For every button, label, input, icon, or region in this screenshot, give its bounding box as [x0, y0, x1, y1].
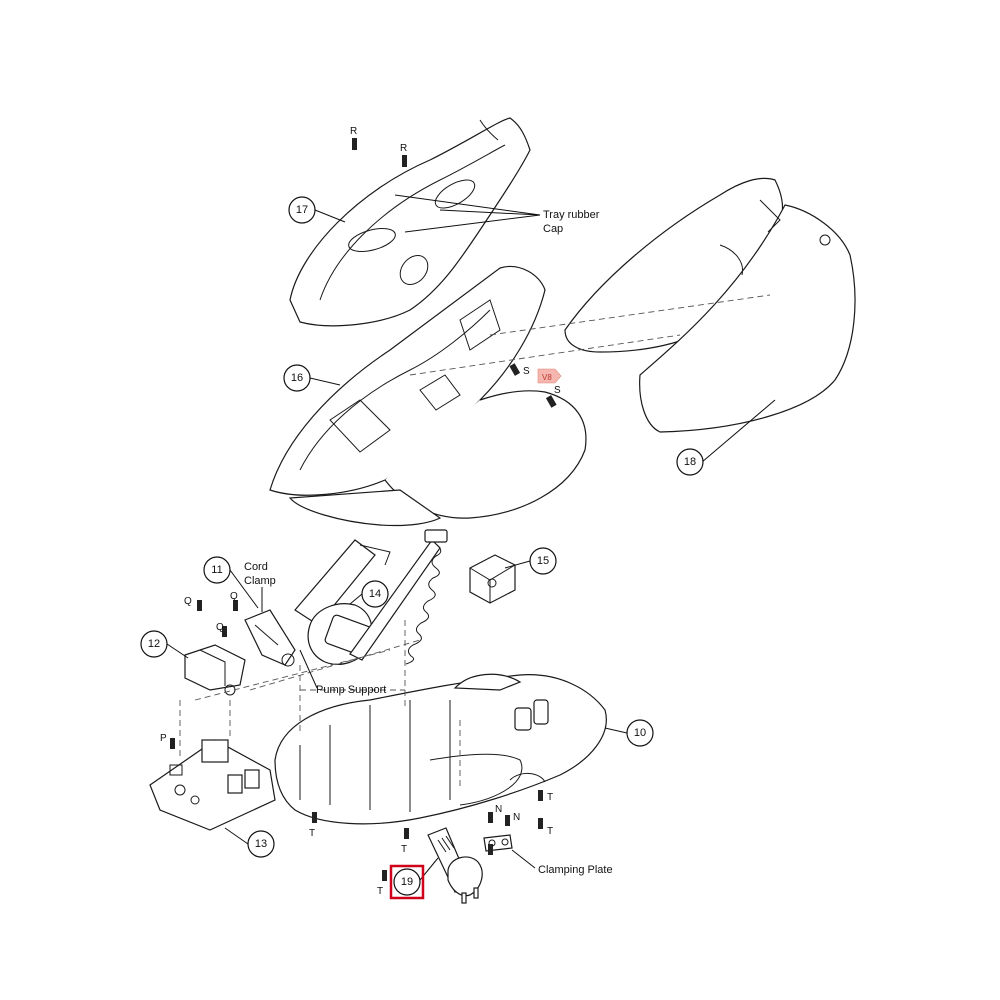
label-clamping-plate: Clamping Plate [538, 864, 613, 876]
screw-s2 [545, 395, 557, 408]
part-11-cord-clamp [244, 609, 296, 667]
letter-p1: P [160, 733, 167, 744]
label-cord: Cord [244, 561, 268, 573]
screw-s1 [509, 363, 521, 376]
letter-n1: N [495, 804, 502, 815]
svg-text:19: 19 [401, 876, 413, 888]
svg-text:13: 13 [255, 838, 267, 850]
svg-text:12: 12 [148, 638, 160, 650]
svg-text:17: 17 [296, 204, 308, 216]
part-17-top-tray [289, 117, 531, 327]
callout-16: 16 [283, 364, 311, 392]
letter-n2: N [513, 812, 520, 823]
screw-q2 [233, 600, 238, 611]
svg-text:10: 10 [634, 727, 646, 739]
svg-text:15: 15 [537, 555, 549, 567]
part-19-power-plug [427, 827, 483, 904]
callout-18: 18 [676, 448, 704, 476]
letter-t4: T [547, 826, 553, 837]
label-pump-support: Pump Support [316, 684, 386, 696]
svg-text:18: 18 [684, 456, 696, 468]
letter-s2: S [554, 385, 561, 396]
letter-r1: R [350, 126, 357, 137]
callout-10: 10 [626, 719, 654, 747]
letter-s1: S [523, 366, 530, 377]
screws [170, 138, 557, 881]
screw-r1 [352, 138, 357, 150]
screw-t5 [382, 870, 387, 881]
callout-13: 13 [247, 830, 275, 858]
part-16-handle-shell [269, 266, 587, 527]
part-18-rear-cover [564, 177, 856, 433]
screw-q1 [197, 600, 202, 611]
label-cap: Cap [543, 223, 563, 235]
letter-t2: T [401, 844, 407, 855]
part-14-pump-assembly [294, 529, 448, 665]
label-clamp: Clamp [244, 575, 276, 587]
callout-19: 19 [393, 868, 421, 896]
callout-15: 15 [529, 547, 557, 575]
callout-11: 11 [203, 556, 231, 584]
screw-t1 [312, 812, 317, 823]
svg-text:V8: V8 [542, 373, 552, 382]
letter-t3: T [547, 792, 553, 803]
screw-letters: R R S S Q Q Q P T T T T T N N [160, 126, 561, 897]
screw-p1 [170, 738, 175, 749]
screw-r2 [402, 155, 407, 167]
part-12-clamp-bracket [184, 644, 246, 696]
svg-text:11: 11 [211, 564, 222, 576]
alignment-lines-upper [409, 294, 771, 376]
callout-12: 12 [140, 630, 168, 658]
label-tray-rubber: Tray rubber [543, 209, 600, 221]
spring-hose [405, 544, 442, 665]
screw-n1 [488, 812, 493, 823]
screw-n2 [505, 815, 510, 826]
leader-lines [166, 194, 776, 881]
svg-text:14: 14 [369, 588, 381, 600]
screw-n3 [488, 844, 493, 855]
letter-r2: R [400, 143, 407, 154]
letter-q2: Q [230, 591, 238, 602]
callout-14: 14 [361, 580, 389, 608]
screw-t4 [538, 818, 543, 829]
callout-17: 17 [288, 196, 316, 224]
screw-t3 [538, 790, 543, 801]
letter-t1: T [309, 828, 315, 839]
letter-q3: Q [216, 622, 224, 633]
highlight-box-19 [389, 864, 425, 900]
part-15-switch-block [469, 554, 516, 604]
svg-text:16: 16 [291, 372, 303, 384]
letter-t5: T [377, 886, 383, 897]
alignment-lines-lower [179, 620, 461, 790]
part-13-circuit-board [149, 739, 276, 831]
tag-v8: V8 [537, 368, 562, 384]
screw-t2 [404, 828, 409, 839]
letter-q1: Q [184, 596, 192, 607]
part-10-base [274, 673, 607, 825]
screw-q3 [222, 626, 227, 637]
